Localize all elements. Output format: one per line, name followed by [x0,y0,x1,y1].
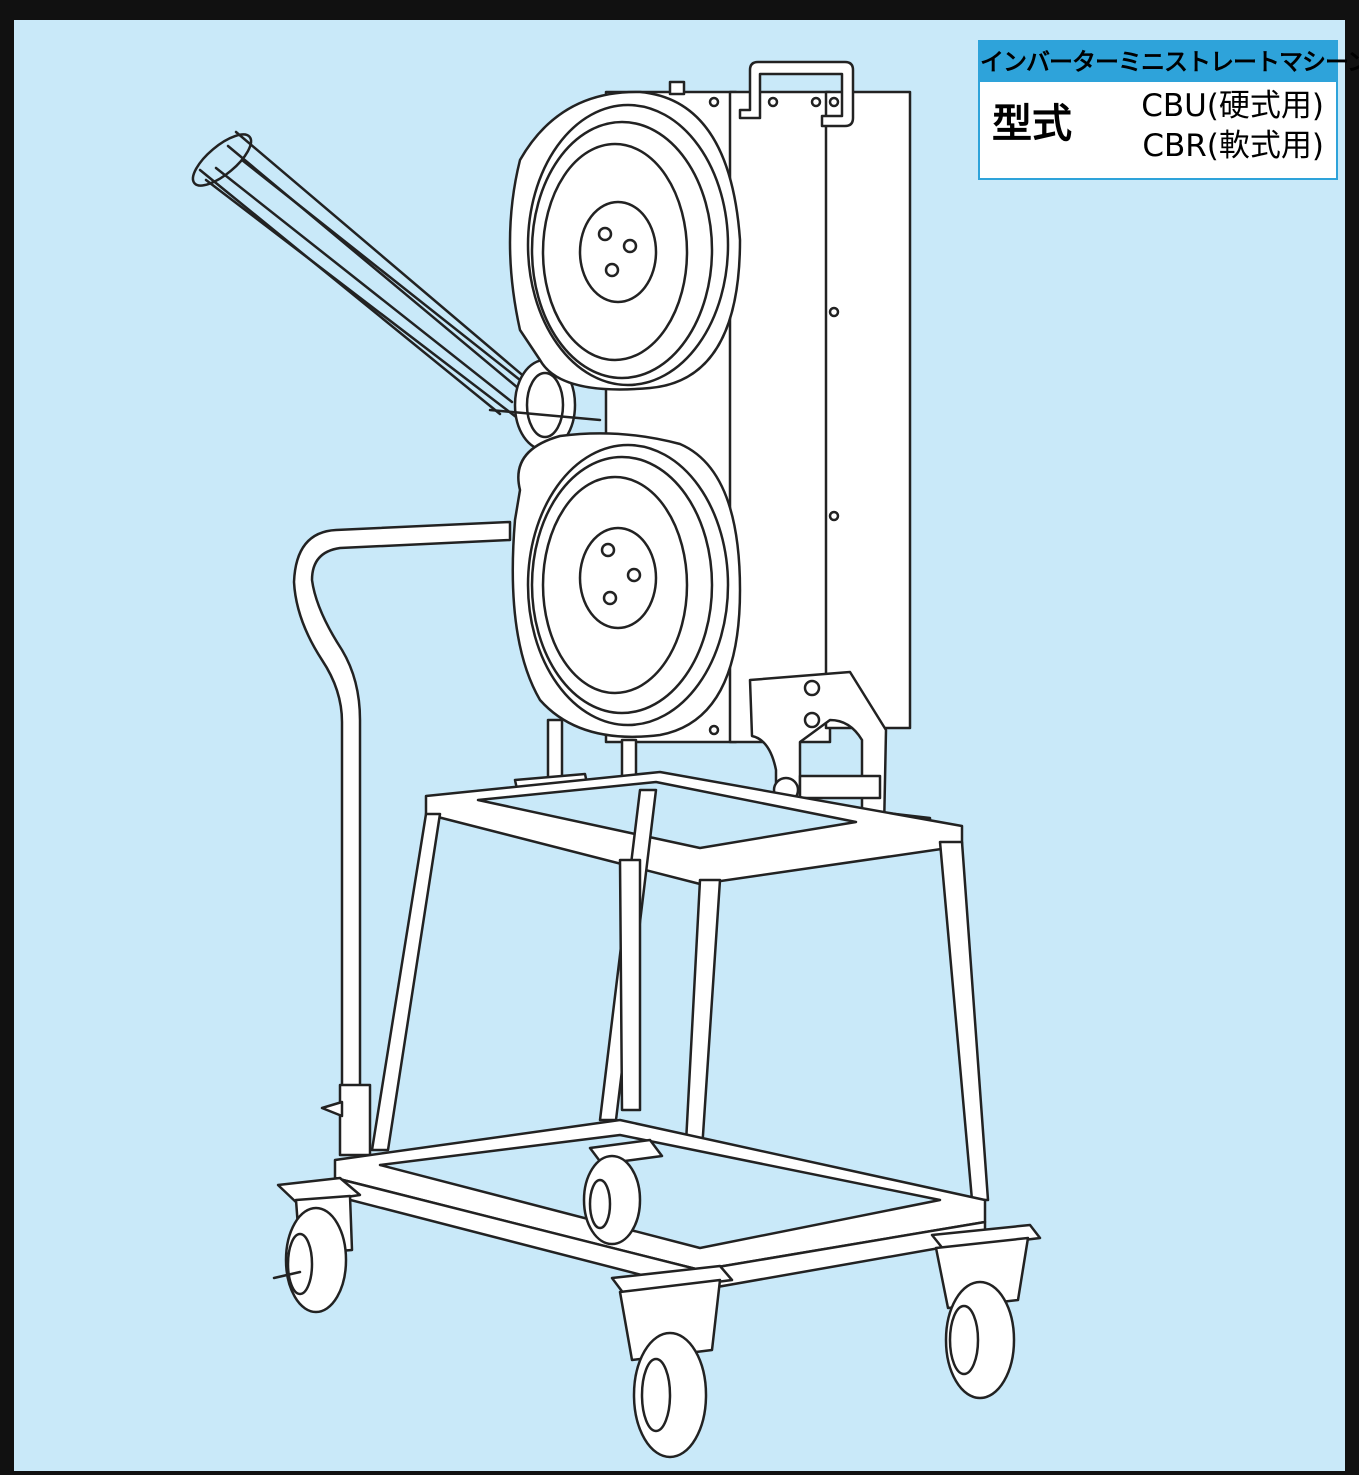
model-info: 型式 CBU(硬式用) CBR(軟式用) [980,82,1336,178]
caster-right [930,1223,1042,1400]
product-name: インバーターミニストレートマシーン [980,42,1359,82]
model-label: 型式 [992,101,1072,147]
model-cbu: CBU(硬式用) [1141,88,1324,124]
stand-frame [333,770,990,1292]
caster-back [582,1138,664,1246]
lower-throwing-wheel [511,432,742,739]
product-info-box: インバーターミニストレートマシーン 型式 CBU(硬式用) CBR(軟式用) [978,40,1359,180]
caster-front-right [610,1264,734,1459]
ball-chute [191,130,602,452]
push-handle [292,520,512,1157]
upper-throwing-wheel [508,90,742,391]
caster-front-left [272,1176,362,1314]
model-cbr: CBR(軟式用) [1142,128,1324,164]
model-list: CBU(硬式用) CBR(軟式用) [1141,86,1324,166]
